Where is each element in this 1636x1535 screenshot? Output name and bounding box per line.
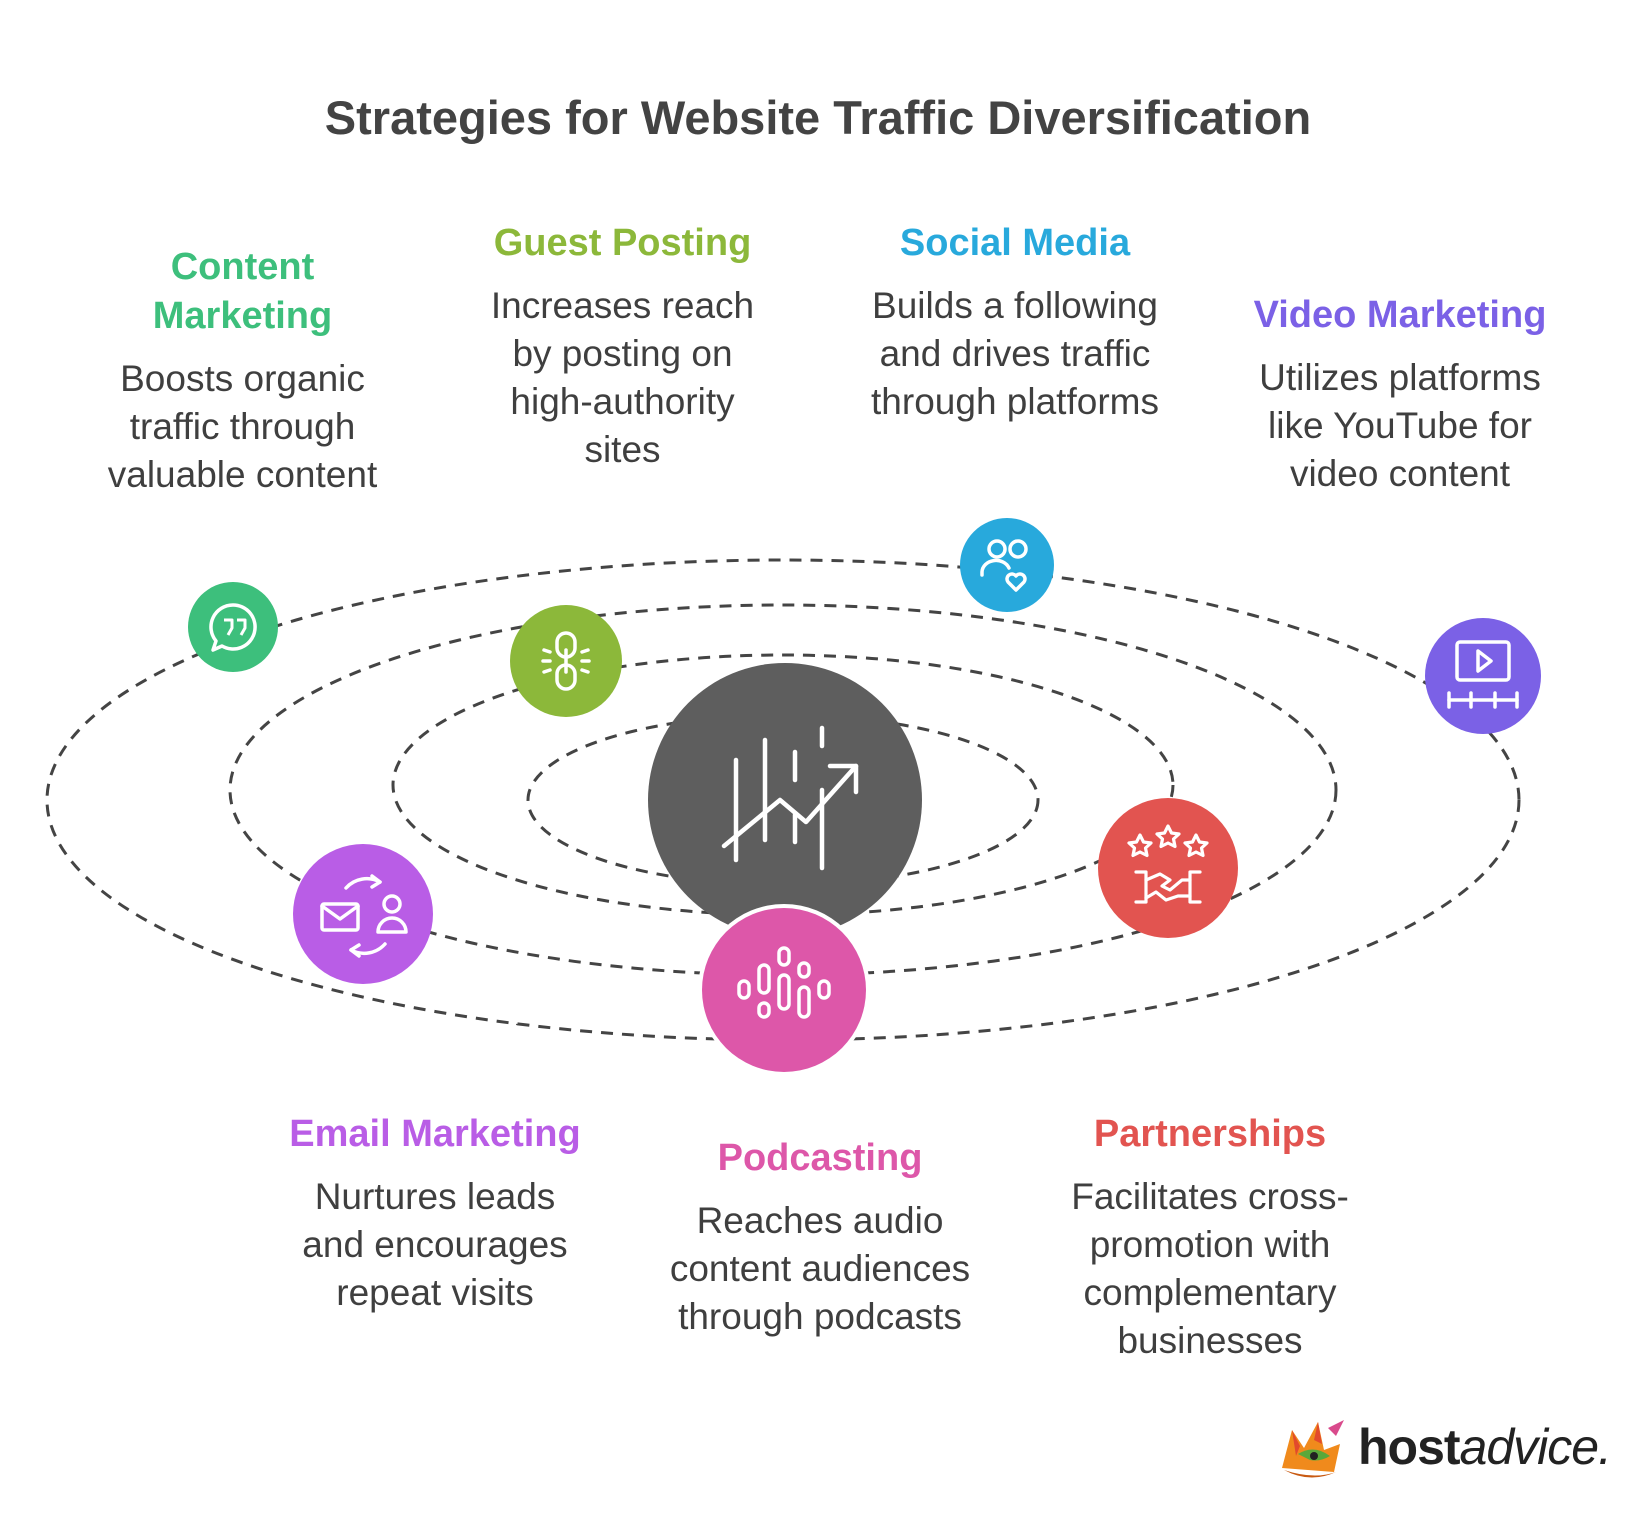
video-play-icon (1447, 640, 1519, 709)
description-line: through podcasts (678, 1296, 962, 1337)
description-line: Facilitates cross- (1071, 1176, 1349, 1217)
description-line: Builds a following (872, 285, 1158, 326)
audio-waveform-icon (737, 946, 831, 1019)
email-marketing-node (293, 844, 433, 984)
content-marketing-heading-line1: Content (170, 246, 315, 288)
content-marketing-heading-line2: Marketing (152, 295, 333, 337)
logo-bold-text: host (1358, 1419, 1461, 1475)
description-line: valuable content (107, 454, 378, 495)
description-line: promotion with (1089, 1224, 1331, 1265)
email-marketing-block: Email Marketing Nurtures leads and encou… (270, 1110, 600, 1317)
partnerships-node (1098, 798, 1238, 938)
social-media-block: Social Media Builds a following and driv… (830, 219, 1200, 426)
content-marketing-block: Content Marketing Boosts organic traffic… (70, 243, 415, 499)
logo-italic-text: advice. (1459, 1419, 1612, 1475)
video-marketing-block: Video Marketing Utilizes platforms like … (1230, 291, 1570, 498)
orbit-ring-3 (391, 653, 1175, 917)
content-marketing-node (188, 582, 278, 672)
content-marketing-heading: Content Marketing (70, 243, 415, 341)
description-line: content audiences (669, 1248, 971, 1289)
description-line: repeat visits (336, 1272, 534, 1313)
email-user-cycle-icon (320, 874, 408, 958)
chain-link-icon (541, 631, 591, 691)
social-media-heading: Social Media (899, 222, 1131, 264)
email-marketing-heading: Email Marketing (289, 1113, 581, 1155)
description-line: and drives traffic (879, 333, 1151, 374)
email-marketing-description: Nurtures leads and encourages repeat vis… (270, 1173, 600, 1317)
description-line: complementary (1083, 1272, 1337, 1313)
guest-posting-description: Increases reach by posting on high-autho… (450, 282, 795, 474)
description-line: like YouTube for (1268, 405, 1532, 446)
content-marketing-description: Boosts organic traffic through valuable … (70, 355, 415, 499)
description-line: businesses (1117, 1320, 1303, 1361)
description-line: Increases reach (490, 285, 755, 326)
center-node (648, 663, 922, 937)
video-marketing-heading: Video Marketing (1253, 294, 1547, 336)
description-line: and encourages (302, 1224, 568, 1265)
partnerships-heading: Partnerships (1093, 1113, 1327, 1155)
podcasting-heading: Podcasting (717, 1137, 923, 1179)
podcasting-node (698, 904, 870, 1076)
description-line: high-authority (510, 381, 735, 422)
fox-mascot-icon (1282, 1420, 1344, 1478)
description-line: sites (584, 429, 661, 470)
description-line: traffic through (129, 406, 356, 447)
hostadvice-wordmark: hostadvice. (1358, 1418, 1612, 1476)
description-line: Nurtures leads (314, 1176, 556, 1217)
orbit-ring-outer (45, 558, 1521, 1042)
description-line: through platforms (871, 381, 1159, 422)
guest-posting-node (510, 605, 622, 717)
growth-chart-icon (721, 725, 859, 871)
social-media-description: Builds a following and drives traffic th… (830, 282, 1200, 426)
guest-posting-block: Guest Posting Increases reach by posting… (450, 219, 795, 474)
stars-handshake-icon (1127, 824, 1209, 904)
diagram-title: Strategies for Website Traffic Diversifi… (324, 91, 1312, 144)
description-line: Utilizes platforms (1259, 357, 1541, 398)
description-line: Reaches audio (696, 1200, 944, 1241)
video-marketing-node (1425, 618, 1541, 734)
video-marketing-description: Utilizes platforms like YouTube for vide… (1230, 354, 1570, 498)
podcasting-description: Reaches audio content audiences through … (635, 1197, 1005, 1341)
description-line: by posting on (512, 333, 733, 374)
people-heart-icon (980, 539, 1028, 592)
podcasting-block: Podcasting Reaches audio content audienc… (635, 1134, 1005, 1341)
description-line: Boosts organic (120, 358, 365, 399)
partnerships-block: Partnerships Facilitates cross- promotio… (1035, 1110, 1385, 1365)
quote-bubble-icon (209, 603, 257, 652)
guest-posting-heading: Guest Posting (493, 222, 752, 264)
hostadvice-logo: hostadvice. (1270, 1410, 1612, 1490)
social-media-node (960, 518, 1054, 612)
description-line: video content (1289, 453, 1511, 494)
partnerships-description: Facilitates cross- promotion with comple… (1035, 1173, 1385, 1365)
